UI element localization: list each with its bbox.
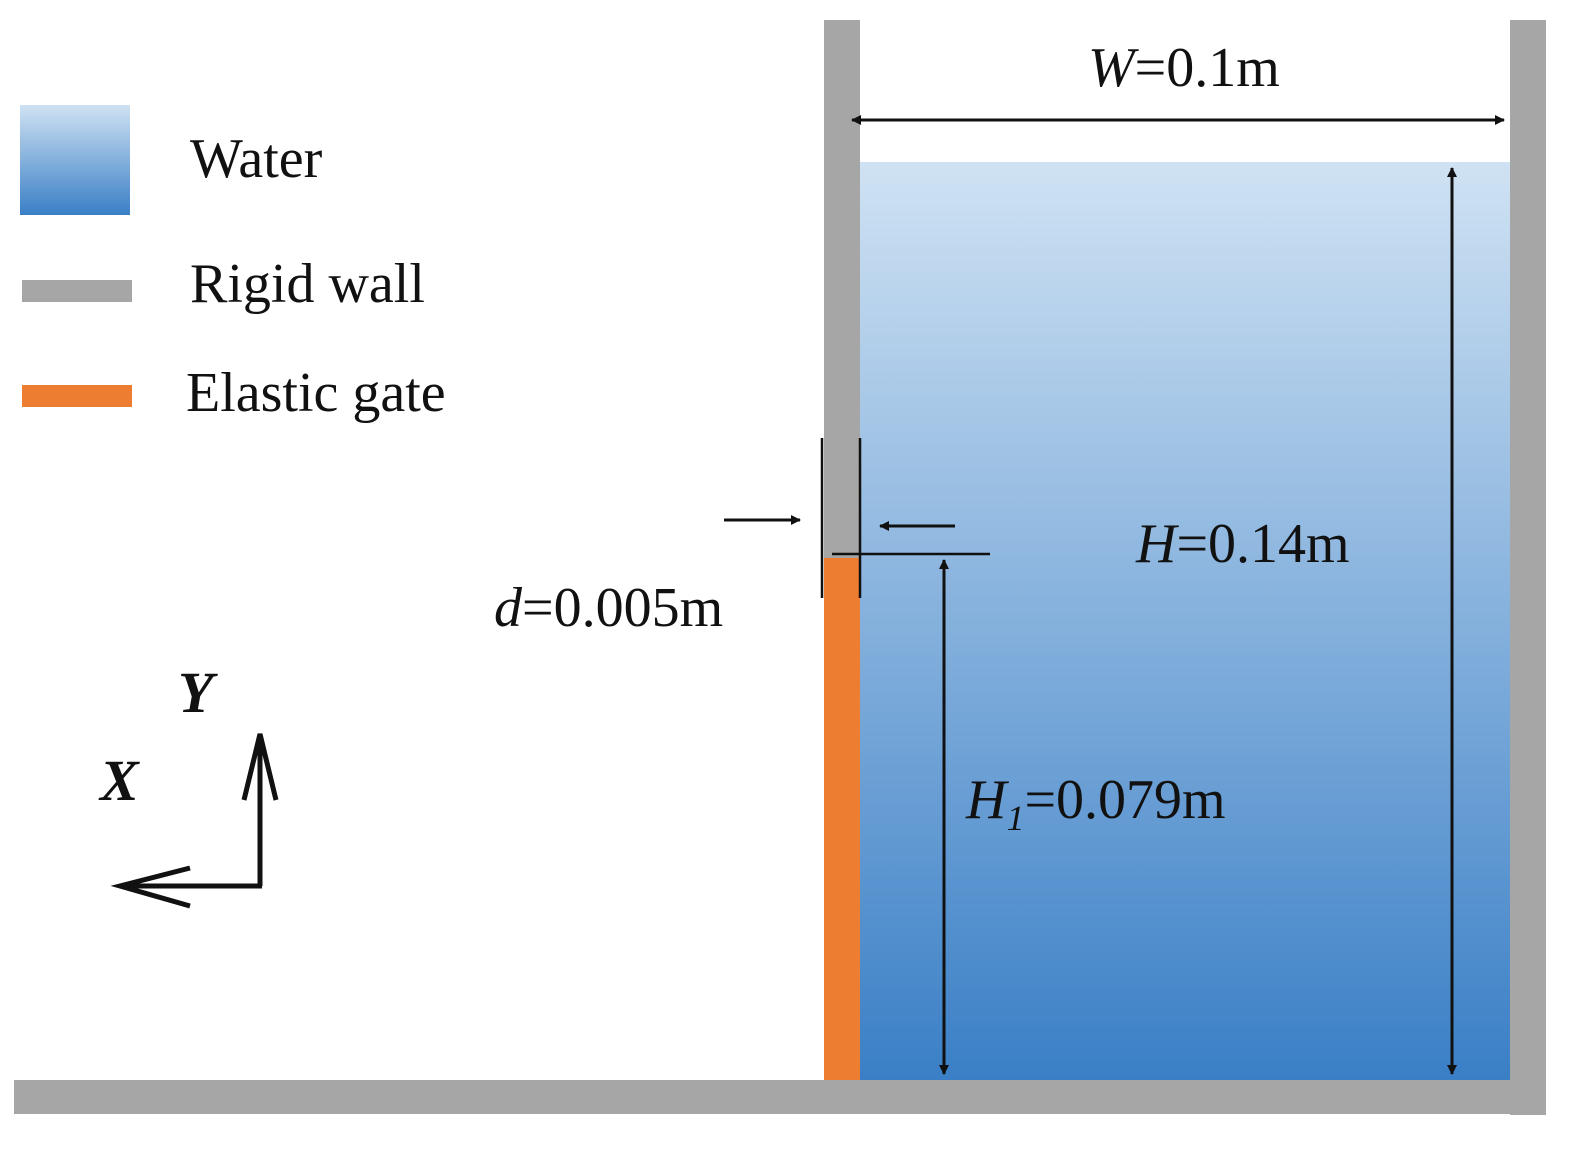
right-wall xyxy=(1510,20,1546,1115)
width-value: =0.1m xyxy=(1135,37,1280,99)
y-axis-arrowhead xyxy=(241,733,279,801)
legend-wall-swatch xyxy=(22,280,132,302)
gate-thickness-dimension: d=0.005m xyxy=(494,438,955,639)
gate-height-label: H1=0.079m xyxy=(965,769,1226,838)
floor xyxy=(14,1080,1546,1114)
legend: Water Rigid wall Elastic gate xyxy=(20,105,446,424)
legend-wall-label: Rigid wall xyxy=(190,253,425,315)
x-axis-label: X xyxy=(98,748,140,813)
height-dimension: H=0.14m xyxy=(1135,167,1457,1075)
legend-gate-swatch xyxy=(22,385,132,407)
height-label: H=0.14m xyxy=(1135,513,1350,575)
x-axis-arrowhead xyxy=(110,865,191,909)
coordinate-axes: Y X xyxy=(98,660,279,909)
width-dimension: W=0.1m xyxy=(851,37,1505,125)
height-symbol: H xyxy=(1135,513,1179,575)
elastic-gate xyxy=(824,558,860,1080)
legend-gate-label: Elastic gate xyxy=(186,362,446,424)
gate-height-symbol: H xyxy=(965,769,1009,831)
thickness-symbol: d xyxy=(494,577,523,639)
gate-height-value: =0.079m xyxy=(1024,769,1225,831)
water-body xyxy=(860,162,1512,1080)
legend-water-swatch xyxy=(20,105,130,215)
left-wall xyxy=(824,20,860,560)
height-value: =0.14m xyxy=(1176,513,1349,575)
y-axis-label: Y xyxy=(178,660,218,725)
width-symbol: W xyxy=(1088,37,1139,99)
thickness-label: d=0.005m xyxy=(494,577,723,639)
width-label: W=0.1m xyxy=(1088,37,1280,99)
gate-height-dimension: H1=0.079m xyxy=(832,552,1226,1075)
thickness-value: =0.005m xyxy=(522,577,723,639)
gate-height-subscript: 1 xyxy=(1006,798,1024,838)
legend-water-label: Water xyxy=(190,128,323,190)
